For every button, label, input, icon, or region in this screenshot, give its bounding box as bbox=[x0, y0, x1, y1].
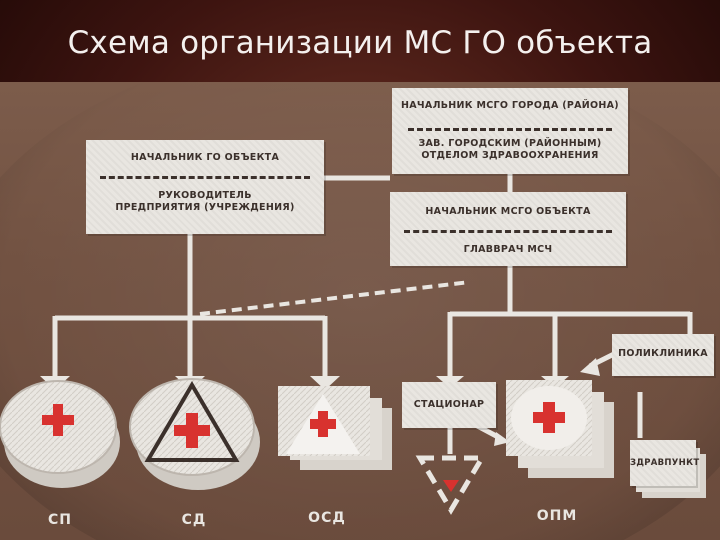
box-msgo-chief: НАЧАЛЬНИК МСГО ОБЪЕКТА ГЛАВВРАЧ МСЧ bbox=[390, 192, 626, 266]
box-go-chief: НАЧАЛЬНИК ГО ОБЪЕКТА РУКОВОДИТЕЛЬ ПРЕДПР… bbox=[86, 140, 324, 234]
box-hospital: СТАЦИОНАР bbox=[402, 382, 496, 428]
diagram-graphics bbox=[0, 168, 706, 515]
caption-osd: ОСД bbox=[308, 510, 346, 526]
diagram-photo: НАЧАЛЬНИК МСГО ГОРОДА (РАЙОНА) ЗАВ. ГОРО… bbox=[0, 82, 720, 540]
unit-sp-shape bbox=[0, 380, 120, 488]
unit-opm-shape bbox=[506, 380, 614, 478]
box-city-chief: НАЧАЛЬНИК МСГО ГОРОДА (РАЙОНА) ЗАВ. ГОРО… bbox=[392, 88, 628, 174]
caption-opm: ОПМ bbox=[536, 508, 578, 524]
hospital-triangle bbox=[415, 455, 487, 515]
box-health-post: ЗДРАВПУНКТ bbox=[630, 440, 699, 486]
unit-sd-shape bbox=[129, 378, 260, 490]
caption-sp: СП bbox=[48, 512, 72, 528]
box-polyclinic: ПОЛИКЛИНИКА bbox=[612, 334, 714, 376]
slide-title: Схема организации МС ГО объекта bbox=[67, 25, 653, 61]
unit-osd-shape bbox=[278, 386, 392, 470]
caption-sd: СД bbox=[181, 512, 207, 528]
arrow-osd bbox=[310, 376, 340, 390]
